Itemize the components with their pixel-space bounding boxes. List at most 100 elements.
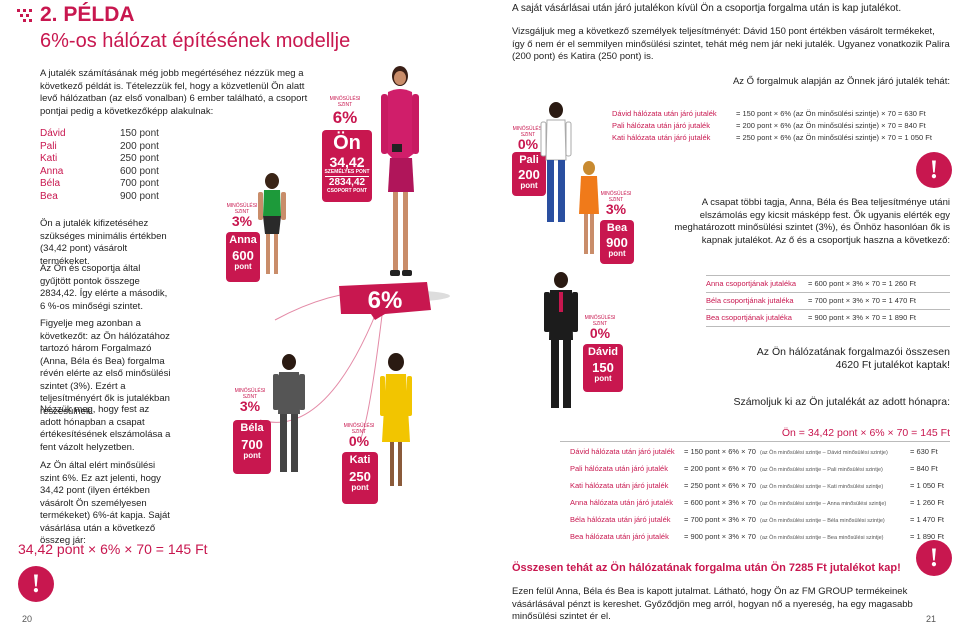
bea-unit: pont (608, 249, 626, 258)
exclamation-icon: ! (916, 152, 952, 188)
pali-unit: pont (520, 181, 538, 190)
david-badge: Dávid 150 pont (583, 344, 623, 392)
david-unit: pont (594, 374, 612, 383)
formula-you-text: Ön = 34,42 pont × 6% × 70 = 145 Ft (781, 427, 950, 439)
member-name: Kati (40, 153, 58, 165)
member-points: 150 pont 200 pont 250 pont 600 pont 700 … (120, 128, 159, 204)
you-level-pct: 6% (332, 108, 358, 127)
member-name: Dávid (40, 128, 66, 139)
calc-table-2: Anna csoportjának jutaléka= 600 pont × 3… (706, 275, 950, 327)
anna-level-pct: 3% (231, 213, 253, 229)
david-figure-icon (544, 272, 578, 408)
bea-level-pct: 3% (605, 201, 627, 217)
anna-badge: Anna 600 pont (226, 232, 260, 282)
bela-points: 700 (241, 437, 263, 452)
bea-points: 900 (606, 235, 628, 250)
pali-badge: Pali 200 pont (512, 152, 546, 196)
calc-row: Pali hálózata után járó jutalék= 200 pon… (612, 121, 926, 130)
page-number-left: 20 (22, 614, 33, 624)
big-pct-bubble: 6% (339, 282, 431, 320)
para-1: Ön a jutalék kifizetéséhez szükséges min… (40, 218, 167, 267)
bela-figure-icon (273, 354, 305, 472)
kati-points: 250 (349, 469, 371, 484)
pali-level-label: MINŐSÜLÉSI SZINT (512, 126, 544, 138)
page-number-right: 21 (926, 614, 937, 624)
you-badge: Ön 34,42 SZEMÉLYES PONT 2834,42 CSOPORT … (322, 130, 372, 202)
anna-points: 600 (232, 248, 254, 263)
page-title: 2. PÉLDA (40, 3, 135, 26)
anna-figure-icon (258, 173, 286, 274)
bela-unit: pont (243, 451, 261, 460)
calc-row: Kati hálózata után járó jutalék= 250 pon… (570, 481, 944, 490)
kati-name: Kati (349, 454, 371, 466)
bela-badge: Béla 700 pont (233, 420, 271, 474)
david-level-label: MINŐSÜLÉSI SZINT (584, 315, 616, 327)
formula-you: Ön = 34,42 pont × 6% × 70 = 145 Ft (560, 425, 950, 442)
calc-table-3: Dávid hálózata után járó jutalék= 150 po… (570, 444, 950, 546)
kati-level-label: MINŐSÜLÉSI SZINT (343, 423, 375, 435)
right-para-d: Az Ön hálózatának forgalmazói összesen 4… (756, 346, 950, 371)
pali-name: Pali (519, 154, 539, 166)
calc-row: Kati hálózata után járó jutalék= 250 pon… (612, 133, 932, 142)
calc-row: Dávid hálózata után járó jutalék= 150 po… (612, 109, 926, 118)
member-points-value: 600 pont (120, 165, 159, 177)
woman-figure-icon (381, 66, 419, 276)
formula-left: 34,42 pont × 6% × 70 = 145 Ft (18, 541, 208, 557)
kati-level-pct: 0% (348, 433, 370, 449)
calc-row: Pali hálózata után járó jutalék= 200 pon… (570, 464, 938, 473)
calc-row: Bea hálózata után járó jutalék= 900 pont… (570, 532, 944, 541)
member-name: Pali (40, 140, 57, 152)
exclamation-icon: ! (18, 566, 54, 602)
you-points-unit: SZEMÉLYES PONT (324, 169, 370, 175)
calc-row: Béla hálózata után járó jutalék= 700 pon… (570, 515, 944, 524)
pali-points: 200 (518, 167, 540, 182)
group-points-unit: CSOPORT PONT (326, 188, 367, 194)
page-subtitle: 6%-os hálózat építésének modellje (40, 30, 351, 52)
right-top-line: A saját vásárlásai után járó jutalékon k… (512, 3, 902, 14)
kati-badge: Kati 250 pont (342, 452, 378, 504)
bela-level-label: MINŐSÜLÉSI SZINT (234, 388, 266, 400)
kati-figure-icon (380, 353, 412, 486)
member-name: Bea (40, 190, 58, 202)
anna-unit: pont (234, 262, 252, 271)
footer-text: Ezen felül Anna, Béla és Bea is kapott j… (512, 586, 913, 622)
bela-name: Béla (240, 422, 264, 434)
bela-level-pct: 3% (239, 398, 261, 414)
member-points-value: 200 pont (120, 140, 159, 152)
big-pct-text: 6% (368, 287, 403, 314)
group-points: 2834,42 (325, 176, 369, 188)
member-names: Dávid Pali Kati Anna Béla Bea (40, 128, 66, 204)
david-points: 150 (592, 360, 614, 375)
right-para-e: Számoljuk ki az Ön jutalékát az adott hó… (733, 396, 950, 408)
right-para-a: Vizsgáljuk meg a következő személyek tel… (512, 26, 950, 62)
member-points-value: 150 pont (120, 128, 159, 139)
exclamation-icon: ! (916, 540, 952, 576)
anna-level-label: MINŐSÜLÉSI SZINT (226, 203, 258, 215)
david-level-pct: 0% (589, 325, 611, 341)
right-para-c: A csapat többi tagja, Anna, Béla és Bea … (674, 197, 950, 246)
para-4: Nézzük meg, hogy fest az adott hónapban … (40, 404, 171, 453)
bea-name: Bea (606, 222, 628, 234)
bea-level-label: MINŐSÜLÉSI SZINT (600, 191, 632, 203)
calc-row: Dávid hálózata után járó jutalék= 150 po… (570, 447, 938, 456)
member-name: Béla (40, 178, 61, 190)
calc-row: Béla csoportjának jutaléka= 700 pont × 3… (706, 296, 916, 305)
pali-figure-icon (540, 102, 572, 222)
you-level-label: MINŐSÜLÉSI SZINT (329, 96, 361, 108)
kati-unit: pont (351, 483, 369, 492)
pali-level-pct: 0% (517, 136, 539, 152)
calc-row: Bea csoportjának jutaléka= 900 pont × 3%… (706, 309, 950, 327)
dots-icon (17, 9, 32, 22)
member-points-value: 900 pont (120, 190, 159, 202)
intro-text: A jutalék számításának még jobb megértés… (40, 68, 308, 117)
you-points: 34,42 (329, 154, 365, 170)
member-name: Anna (40, 165, 64, 177)
total-line: Összesen tehát az Ön hálózatának forgalm… (512, 562, 901, 574)
david-name: Dávid (588, 346, 618, 358)
para-3: Figyelje meg azonban a következőt: az Ön… (40, 318, 171, 417)
para-5: Az Ön által elért minősülési szint 6%. E… (40, 460, 170, 546)
calc-table-1: Dávid hálózata után járó jutalék= 150 po… (612, 108, 950, 144)
para-2: Az Ön és csoportja által gyűjtött pontok… (40, 263, 168, 312)
member-points-value: 250 pont (120, 153, 159, 165)
you-name: Ön (333, 132, 361, 154)
